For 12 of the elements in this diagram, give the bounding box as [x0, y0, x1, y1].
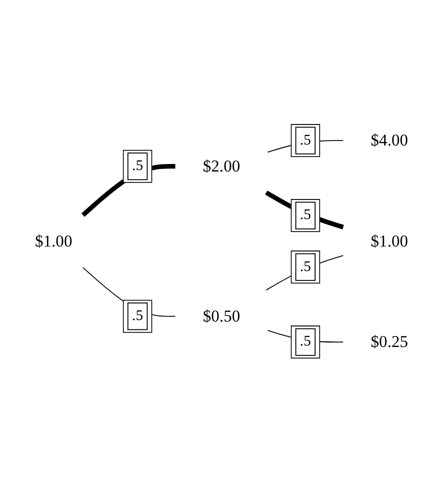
node-text: $0.50	[202, 306, 240, 326]
edge-label: .5	[132, 308, 144, 324]
edge-label: .5	[300, 258, 311, 275]
node-text: $2.00	[202, 156, 240, 176]
node-text: $4.00	[370, 131, 408, 150]
edge-label: .5	[132, 158, 144, 174]
node-text: $0.25	[370, 332, 408, 351]
node-text: $1.00	[370, 232, 408, 250]
edge-label: .5	[300, 132, 311, 148]
node-text: $1.00	[34, 232, 72, 250]
edge-label: .5	[300, 207, 311, 224]
edge-label: .5	[300, 334, 311, 350]
